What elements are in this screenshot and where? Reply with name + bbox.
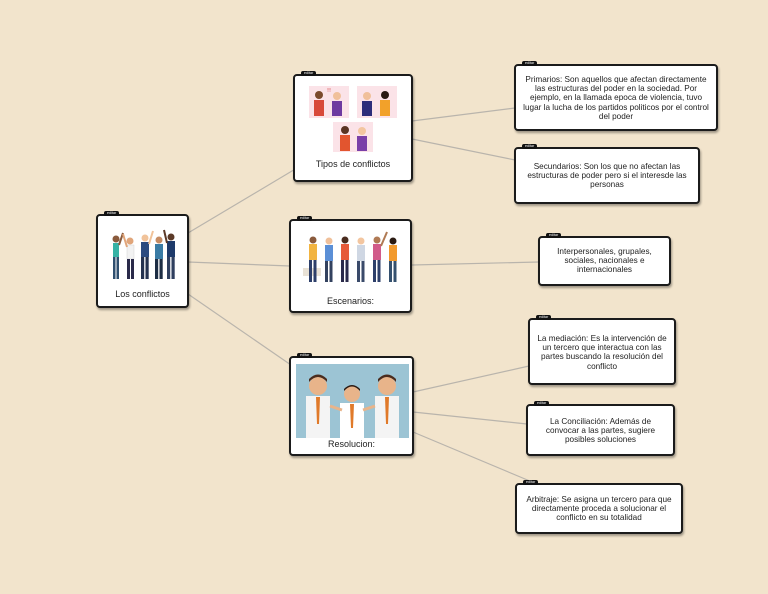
edit-tag[interactable]: editar (104, 211, 120, 216)
group-people-illustration (303, 231, 397, 282)
leaf-node-interpersonales[interactable]: editar Interpersonales, grupales, social… (538, 233, 671, 286)
svg-text:!!: !! (327, 88, 331, 94)
branch-label: Escenarios: (326, 296, 375, 306)
leaf-node-conciliacion[interactable]: editar La Conciliación: Además de convoc… (526, 401, 675, 456)
leaf-text: Interpersonales, grupales, sociales, nac… (557, 247, 652, 275)
connector-root-resolucion (187, 293, 292, 366)
connector-root-escenarios (187, 261, 291, 267)
edit-tag[interactable]: editar (522, 61, 538, 66)
mediator-illustration (296, 364, 409, 438)
edit-tag[interactable]: editar (297, 216, 313, 221)
branch-node-tipos[interactable]: editar !! Tipos de conflictos (293, 71, 413, 182)
edit-tag[interactable]: editar (297, 353, 313, 358)
people-celebrating-illustration (112, 229, 175, 279)
branch-label: Tipos de conflictos (315, 159, 391, 169)
branch-node-escenarios[interactable]: editar Escenarios: (289, 216, 412, 313)
connector-resolucion-conciliacion (412, 411, 528, 425)
leaf-text: La Conciliación: Además de convocar a la… (545, 417, 656, 445)
arguing-people-illustration: !! (309, 86, 397, 152)
connector-root-tipos (187, 167, 298, 234)
connector-tipos-primarios (411, 107, 516, 122)
connector-resolucion-mediacion (412, 365, 530, 393)
connector-resolucion-arbitraje (412, 431, 538, 485)
branch-label: Resolucion: (327, 439, 376, 449)
connector-tipos-secundarios (411, 138, 516, 161)
root-label: Los conflictos (115, 289, 170, 299)
leaf-text: Arbitraje: Se asigna un tercero para que… (526, 495, 672, 523)
edit-tag[interactable]: editar (546, 233, 562, 238)
branch-node-resolucion[interactable]: editar Resolucion: (289, 353, 414, 456)
edit-tag[interactable]: editar (301, 71, 317, 76)
root-node[interactable]: editar Los conflictos (96, 211, 189, 308)
leaf-text: La mediación: Es la intervención de un t… (537, 334, 667, 371)
connector-escenarios-interpersonales (411, 261, 540, 266)
leaf-text: Primarios: Son aquellos que afectan dire… (523, 75, 709, 121)
leaf-node-primarios[interactable]: editar Primarios: Son aquellos que afect… (514, 61, 718, 131)
edit-tag[interactable]: editar (523, 480, 539, 485)
edit-tag[interactable]: editar (522, 144, 538, 149)
leaf-text: Secundarios: Son los que no afectan las … (527, 162, 687, 190)
leaf-node-secundarios[interactable]: editar Secundarios: Son los que no afect… (514, 144, 700, 204)
edit-tag[interactable]: editar (534, 401, 550, 406)
edit-tag[interactable]: editar (536, 315, 552, 320)
leaf-node-mediacion[interactable]: editar La mediación: Es la intervención … (528, 315, 676, 385)
leaf-node-arbitraje[interactable]: editar Arbitraje: Se asigna un tercero p… (515, 480, 683, 534)
